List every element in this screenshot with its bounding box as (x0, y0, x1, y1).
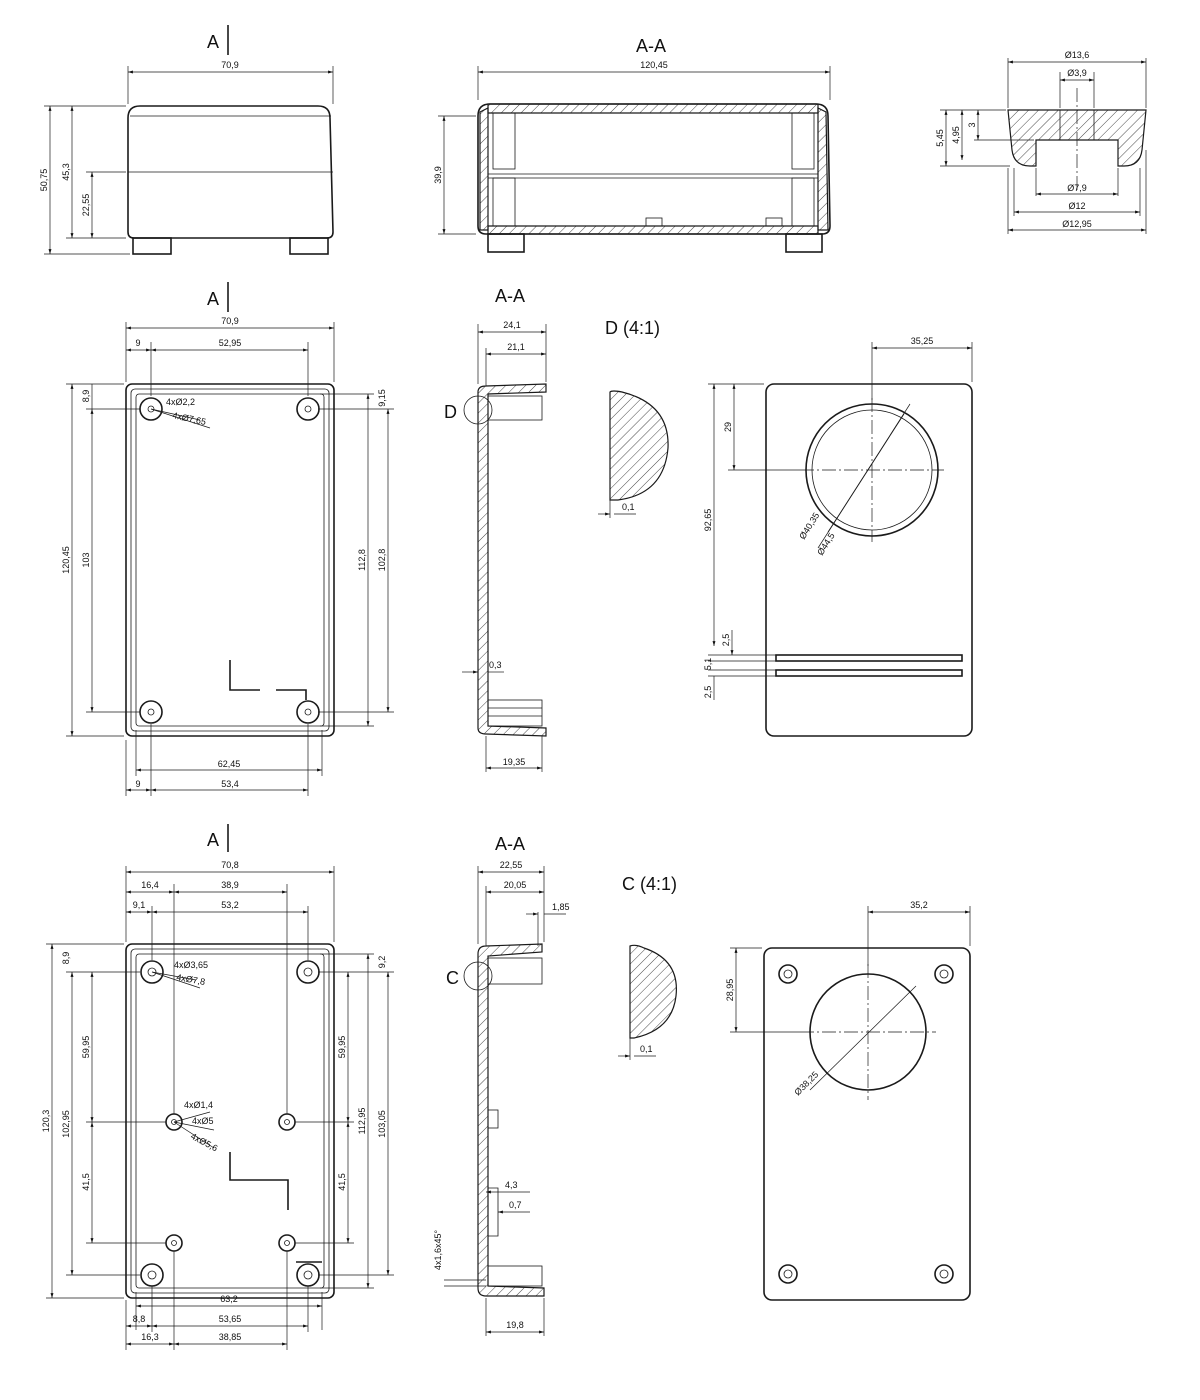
section-view-mid: A-A D 24,1 21,1 0,3 19,35 (444, 286, 547, 772)
dim-offset: 9 (135, 338, 140, 348)
dim-width: 70,8 (221, 860, 239, 870)
dim-foot-d3: Ø7,9 (1067, 183, 1087, 193)
hole-label-2: 4xØ7,8 (176, 972, 206, 987)
dim-r1: 59,95 (337, 1036, 347, 1059)
hole-label-1: 4xØ2,2 (166, 397, 195, 407)
dim-foot-d2: Ø3,9 (1067, 68, 1087, 78)
dim-body-height: 45,3 (61, 163, 71, 181)
dim-chamfer: 4x1,6x45° (433, 1230, 443, 1271)
dim-g: 16,3 (141, 1332, 159, 1342)
dim-length: 120,45 (640, 60, 668, 70)
view-label: A-A (495, 286, 525, 306)
dim-center-y: 29 (723, 422, 733, 432)
dim-d: 53,2 (221, 900, 239, 910)
dim-h4: 38,85 (219, 1332, 242, 1342)
dim-f: 53,65 (219, 1314, 242, 1324)
dim-width: 70,9 (221, 316, 239, 326)
hole-label-2: 4xØ7,65 (172, 410, 207, 427)
view-label: D (4:1) (605, 318, 660, 338)
dim-depth-inner: 20,05 (504, 880, 527, 890)
detail-d: D (4:1) 0,1 (598, 318, 669, 518)
view-label: A (207, 289, 219, 309)
boss-label-1: 4xØ1,4 (184, 1100, 213, 1110)
foot-detail: Ø13,6 Ø3,9 Ø7,9 Ø12 Ø12,95 5,45 4,95 3 (935, 50, 1147, 234)
dim-total-height: 50,75 (39, 169, 49, 192)
detail-callout: C (446, 968, 459, 988)
dim-depth-bottom: 19,8 (506, 1320, 524, 1330)
dim-depth: 24,1 (503, 320, 521, 330)
dim-lip: 1,85 (552, 902, 570, 912)
dim-h1: 102,95 (61, 1110, 71, 1138)
dim-c: 9,1 (133, 900, 146, 910)
front-view-top: A 70,9 50,75 45,3 22,55 (39, 25, 334, 255)
detail-c: C (4:1) 0,1 (618, 874, 677, 1060)
view-label: A-A (636, 36, 666, 56)
dim-right-offset: 9,2 (377, 956, 387, 969)
dim-diam-1: Ø40,35 (797, 511, 821, 541)
dim-height: 120,45 (61, 546, 71, 574)
dim-depth: 22,55 (500, 860, 523, 870)
dim-wall: 0,3 (489, 660, 502, 670)
dim-gap: 0,1 (622, 502, 635, 512)
view-label: A-A (495, 834, 525, 854)
boss-label-3: 4xØ5,6 (189, 1131, 219, 1153)
dim-hole-height: 103 (81, 552, 91, 567)
dim-section-height: 39,9 (433, 166, 443, 184)
dim-foot-d4: Ø12 (1068, 201, 1085, 211)
detail-callout: D (444, 402, 457, 422)
dim-diam-2: Ø44,5 (815, 531, 836, 557)
dim-inner-height: 112,8 (357, 549, 367, 571)
dim-right-offset: 9,15 (377, 389, 387, 407)
dim-inner-width: 62,45 (218, 759, 241, 769)
dim-slot-2: 5,1 (703, 658, 713, 671)
dim-center-x: 35,25 (911, 336, 934, 346)
dim-h2: 59,95 (81, 1036, 91, 1059)
view-label: A (207, 830, 219, 850)
front-view-mid: A 4xØ2,2 4xØ7,65 70,9 9 52,95 120,45 103 (61, 282, 394, 796)
dim-foot-h2: 4,95 (951, 126, 961, 144)
section-view-top: A-A 120,45 39,9 (433, 36, 831, 253)
dim-r2: 112,95 (357, 1108, 367, 1135)
view-label: C (4:1) (622, 874, 677, 894)
dim-hole-span: 52,95 (219, 338, 242, 348)
dim-inner-width: 63,2 (220, 1294, 238, 1304)
dim-x1: 4,3 (505, 1180, 518, 1190)
dim-bottom-offset: 9 (135, 779, 140, 789)
dim-x2: 0,7 (509, 1200, 522, 1210)
dim-foot-h1: 5,45 (935, 129, 945, 147)
dim-slot-1: 2,5 (721, 634, 731, 647)
dim-center-y: 28,95 (725, 979, 735, 1002)
dim-a: 16,4 (141, 880, 159, 890)
dim-top-offset: 8,9 (61, 952, 71, 965)
dim-slot-3: 2,5 (703, 686, 713, 699)
dim-depth-bottom: 19,35 (503, 757, 526, 767)
dim-e: 8,8 (133, 1314, 146, 1324)
dim-gap: 0,1 (640, 1044, 653, 1054)
dim-width: 70,9 (221, 60, 239, 70)
dim-height: 120,3 (41, 1110, 51, 1133)
front-view-bottom: A 4xØ3,65 4xØ7,8 4xØ1,4 4xØ5 4xØ5,6 70,8… (41, 824, 394, 1350)
boss-label-2: 4xØ5 (192, 1116, 214, 1126)
dim-top-offset: 8,9 (81, 390, 91, 403)
hole-label-1: 4xØ3,65 (174, 960, 208, 970)
dim-hole-height-right: 102,8 (377, 549, 387, 572)
dim-bottom-span: 53,4 (221, 779, 239, 789)
dim-h3: 41,5 (81, 1173, 91, 1191)
panel-d: Ø40,35 Ø44,5 35,25 29 92,65 2,5 5,1 2,5 (703, 336, 973, 737)
dim-foot-d5: Ø12,95 (1062, 219, 1092, 229)
view-label: A (207, 32, 219, 52)
dim-r4: 41,5 (337, 1173, 347, 1191)
panel-c: Ø38,25 35,2 28,95 (725, 900, 971, 1301)
dim-mid-height: 22,55 (81, 194, 91, 217)
dim-foot-d1: Ø13,6 (1065, 50, 1090, 60)
dim-center-x: 35,2 (910, 900, 928, 910)
dim-diam: Ø38,25 (792, 1069, 820, 1097)
dim-depth-inner: 21,1 (507, 342, 525, 352)
section-view-bottom: A-A C 22,55 20,05 1,85 4,3 0,7 4x1,6x45°… (433, 834, 570, 1336)
dim-b: 38,9 (221, 880, 239, 890)
dim-slot-pos: 92,65 (703, 509, 713, 532)
dim-foot-h3: 3 (967, 122, 977, 127)
dim-r3: 103,05 (377, 1110, 387, 1138)
